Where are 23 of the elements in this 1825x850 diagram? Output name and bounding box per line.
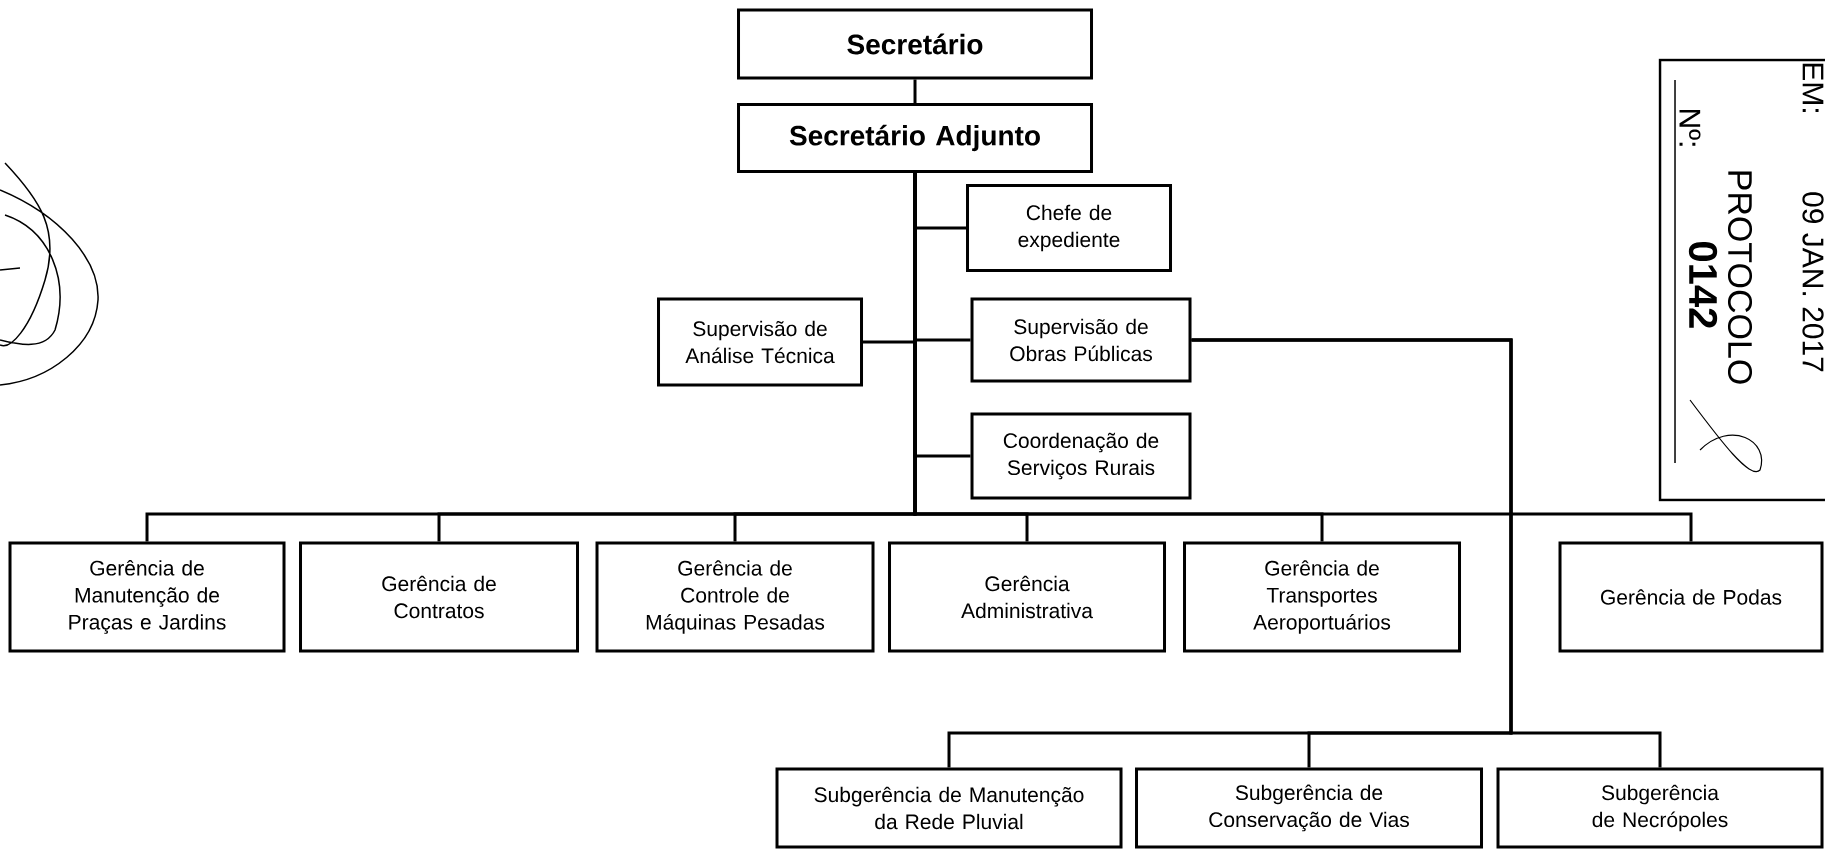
- org-box: Subgerência de Conservação de Vias: [1135, 767, 1483, 849]
- connector-line: [1191, 338, 1662, 768]
- org-box: Secretário Adjunto: [737, 103, 1093, 173]
- stamp-text: PROTOCOLO: [1728, 171, 1753, 384]
- org-box: Gerência de Transportes Aeroportuários: [1183, 541, 1461, 653]
- connector-line: [913, 79, 917, 103]
- org-box: Gerência de Contratos: [299, 541, 579, 653]
- stamp-text: 09 JAN. 2017: [1802, 192, 1824, 372]
- stamp-text: EM:: [1802, 63, 1824, 112]
- connector-line: [913, 173, 1693, 542]
- org-box: Supervisão de Obras Públicas: [970, 297, 1192, 383]
- org-box: Secretário: [737, 8, 1093, 80]
- org-box: Gerência Administrativa: [888, 541, 1166, 653]
- stamp-text: Nº:: [1679, 110, 1701, 146]
- stamp-text: 0142: [1688, 242, 1718, 328]
- org-box: Subgerência de Necrópoles: [1496, 767, 1824, 849]
- org-box: Supervisão de Análise Técnica: [657, 297, 863, 387]
- org-box: Subgerência de Manutenção da Rede Pluvial: [775, 767, 1123, 849]
- org-box: Gerência de Podas: [1558, 541, 1824, 653]
- org-box: Gerência de Manutenção de Praças e Jardins: [8, 541, 286, 653]
- org-box: Chefe de expediente: [966, 184, 1172, 272]
- org-box: Coordenação de Serviços Rurais: [970, 412, 1192, 500]
- org-box: Gerência de Controle de Máquinas Pesadas: [595, 541, 875, 653]
